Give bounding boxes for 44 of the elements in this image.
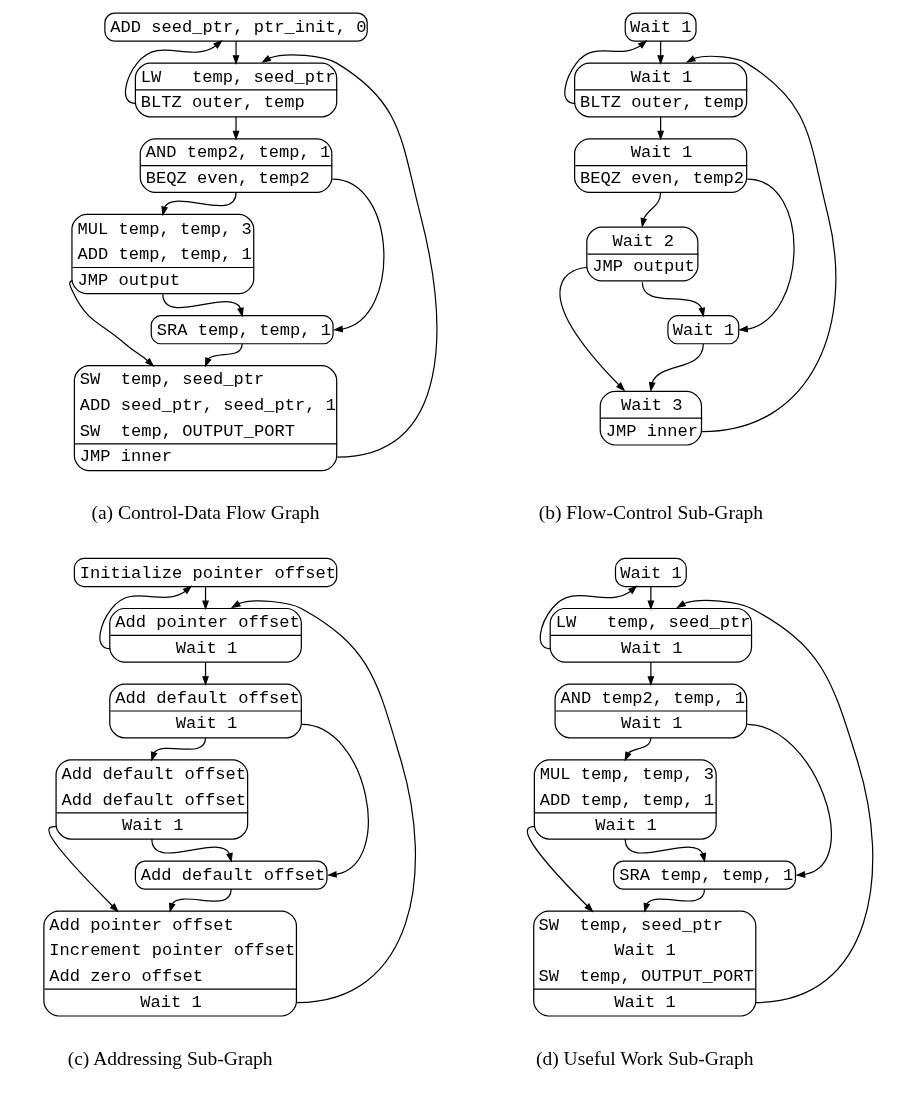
arrow xyxy=(230,600,416,1004)
arrow xyxy=(68,280,154,367)
arrow xyxy=(260,54,437,458)
node-box: Wait 1 xyxy=(666,315,739,345)
arrow xyxy=(232,40,239,65)
arrow xyxy=(648,343,704,392)
arrow xyxy=(746,723,832,878)
arrow xyxy=(641,281,705,318)
node-box: SRA temp, temp, 1 xyxy=(612,860,796,890)
label: (b) Flow-Control Sub-Graph xyxy=(538,502,763,524)
node-box: Wait 1 xyxy=(624,12,697,42)
arrow xyxy=(539,585,638,650)
arrow xyxy=(643,888,705,913)
arrow xyxy=(300,723,369,878)
arrow xyxy=(204,343,243,368)
node-box: Initialize pointer offset xyxy=(73,557,337,588)
arrow xyxy=(98,585,192,650)
arrow xyxy=(161,293,244,318)
arrow xyxy=(331,178,384,333)
node-box: Wait 1 xyxy=(614,557,687,588)
node-box: ADD seed_ptr, ptr_init, 0 xyxy=(103,12,368,42)
arrow xyxy=(640,191,661,228)
arrow xyxy=(232,116,239,141)
arrow xyxy=(685,55,836,433)
arrow xyxy=(646,661,654,686)
arrow xyxy=(624,838,706,863)
arrow xyxy=(168,888,232,913)
arrow xyxy=(675,599,873,1004)
arrow xyxy=(737,178,795,333)
arrow xyxy=(124,40,223,104)
node-box: SRA temp, temp, 1 xyxy=(150,315,334,345)
arrow xyxy=(160,191,237,217)
arrow xyxy=(150,737,206,762)
node-box: Add default offset xyxy=(134,860,328,890)
arrow xyxy=(150,838,233,863)
arrow xyxy=(47,825,119,913)
arrow xyxy=(559,266,625,392)
arrow xyxy=(563,40,647,104)
label: (a) Control-Data Flow Graph xyxy=(90,502,320,524)
arrow xyxy=(646,585,654,611)
arrow xyxy=(526,825,594,913)
arrow xyxy=(624,737,651,762)
label: (d) Useful Work Sub-Graph xyxy=(535,1047,754,1069)
label: (c) Addressing Sub-Graph xyxy=(67,1047,273,1069)
